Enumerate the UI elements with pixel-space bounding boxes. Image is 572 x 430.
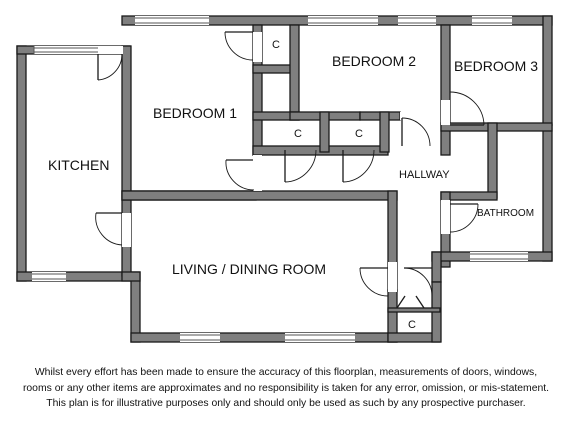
bedroom3-label: BEDROOM 3 <box>454 58 538 74</box>
cupboard-row-divider <box>319 111 330 153</box>
kitchen-label: KITCHEN <box>48 157 109 173</box>
cupboard-row-east <box>379 111 390 153</box>
floorplan: KITCHEN BEDROOM 1 BEDROOM 2 BEDROOM 3 HA… <box>16 15 553 343</box>
hall-cupboard-wall-top <box>387 307 441 313</box>
cupboard-label-mid-right: C <box>355 128 363 140</box>
living-wall-southwest <box>121 271 141 282</box>
east-wall-bathroom <box>542 124 553 262</box>
bedroom2-label: BEDROOM 2 <box>332 53 416 69</box>
hallway-label: HALLWAY <box>399 169 450 181</box>
cupboard-label-hall: C <box>408 319 416 331</box>
living-dining-label: LIVING / DINING ROOM <box>172 261 326 277</box>
bedroom2-wall-east <box>440 24 451 156</box>
bathroom-wall-west <box>487 122 498 199</box>
east-wall <box>542 15 553 126</box>
living-wall-west <box>130 271 141 343</box>
doors <box>95 31 485 309</box>
windows <box>32 16 528 342</box>
cupboard-label-top: C <box>272 39 280 51</box>
living-wall-south <box>130 332 398 343</box>
bathroom-label: BATHROOM <box>477 208 534 219</box>
room-labels: KITCHEN BEDROOM 1 BEDROOM 2 BEDROOM 3 HA… <box>48 39 538 331</box>
walls <box>16 15 553 343</box>
cupboard-top-wall-east <box>289 24 300 121</box>
living-wall-north <box>121 190 398 201</box>
cupboard-label-mid-left: C <box>294 128 302 140</box>
kitchen-wall-west <box>16 45 27 282</box>
disclaimer-text: Whilst every effort has been made to ens… <box>22 367 550 409</box>
cupboard-top-wall-south <box>252 64 294 74</box>
bedroom1-label: BEDROOM 1 <box>153 105 237 121</box>
bathroom-wall-step <box>431 251 442 283</box>
